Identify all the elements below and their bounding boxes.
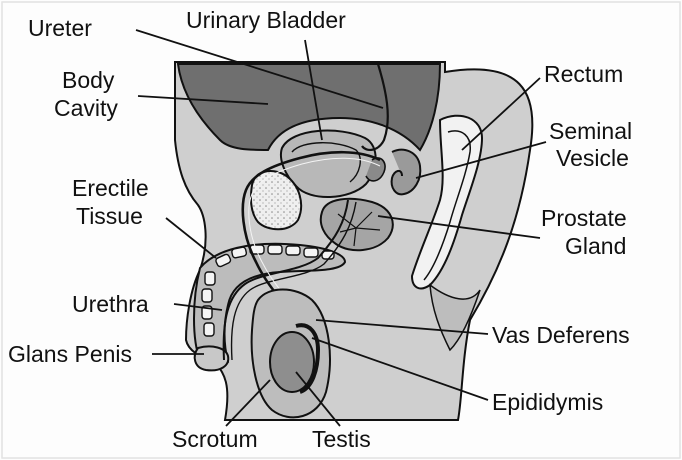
- leader-testis: [295, 371, 341, 427]
- prostate-gland-shape: [319, 197, 394, 252]
- testis-shape: [269, 331, 315, 393]
- label-ureter: Ureter: [28, 15, 92, 41]
- rectum-lower: [429, 283, 481, 352]
- leader-prostate-gland: [377, 215, 541, 239]
- leader-urethra: [173, 303, 223, 311]
- leader-epididymis: [311, 337, 489, 401]
- label-epididymis: Epididymis: [492, 389, 603, 415]
- label-vas-deferens: Vas Deferens: [492, 322, 630, 348]
- label-erectile-tissue-line1: Erectile: [72, 175, 149, 201]
- label-erectile-tissue-line2: Tissue: [76, 203, 143, 229]
- body-cavity-region: [176, 63, 442, 152]
- leader-body-cavity: [137, 95, 269, 105]
- urethra-tube-inner: [230, 201, 357, 361]
- label-body-cavity-line1: Body: [62, 67, 115, 93]
- ureter-tube: [361, 63, 389, 152]
- urethra-tube: [222, 199, 349, 361]
- pubic-bone: [249, 170, 303, 231]
- erectile-chambers: [201, 244, 335, 337]
- glans-penis-shape: [193, 345, 230, 372]
- leader-ureter: [135, 29, 384, 109]
- bladder-inner-wall: [291, 142, 361, 183]
- label-seminal-vesicle-line2: Vesicle: [556, 145, 629, 171]
- leader-vas-deferens: [315, 319, 489, 335]
- label-urethra: Urethra: [72, 291, 149, 317]
- leader-erectile-tissue: [165, 217, 217, 259]
- label-scrotum: Scrotum: [172, 426, 258, 452]
- label-rectum: Rectum: [544, 61, 623, 87]
- seminal-vesicle-shape: [390, 148, 422, 196]
- leader-scrotum: [225, 379, 271, 427]
- leader-lines: [135, 29, 547, 427]
- leader-urinary-bladder: [304, 39, 323, 141]
- label-testis: Testis: [312, 426, 371, 452]
- rectum-wall: [423, 130, 471, 281]
- label-glans-penis: Glans Penis: [8, 341, 132, 367]
- label-body-cavity-line2: Cavity: [54, 95, 118, 121]
- leader-seminal-vesicle: [415, 141, 547, 179]
- leader-rectum: [461, 77, 541, 151]
- label-seminal-vesicle-line1: Seminal: [549, 118, 632, 144]
- label-prostate-gland-line2: Gland: [565, 233, 626, 259]
- label-urinary-bladder: Urinary Bladder: [186, 7, 346, 33]
- label-prostate-gland-line1: Prostate: [541, 205, 627, 231]
- epididymis-shape: [295, 323, 321, 394]
